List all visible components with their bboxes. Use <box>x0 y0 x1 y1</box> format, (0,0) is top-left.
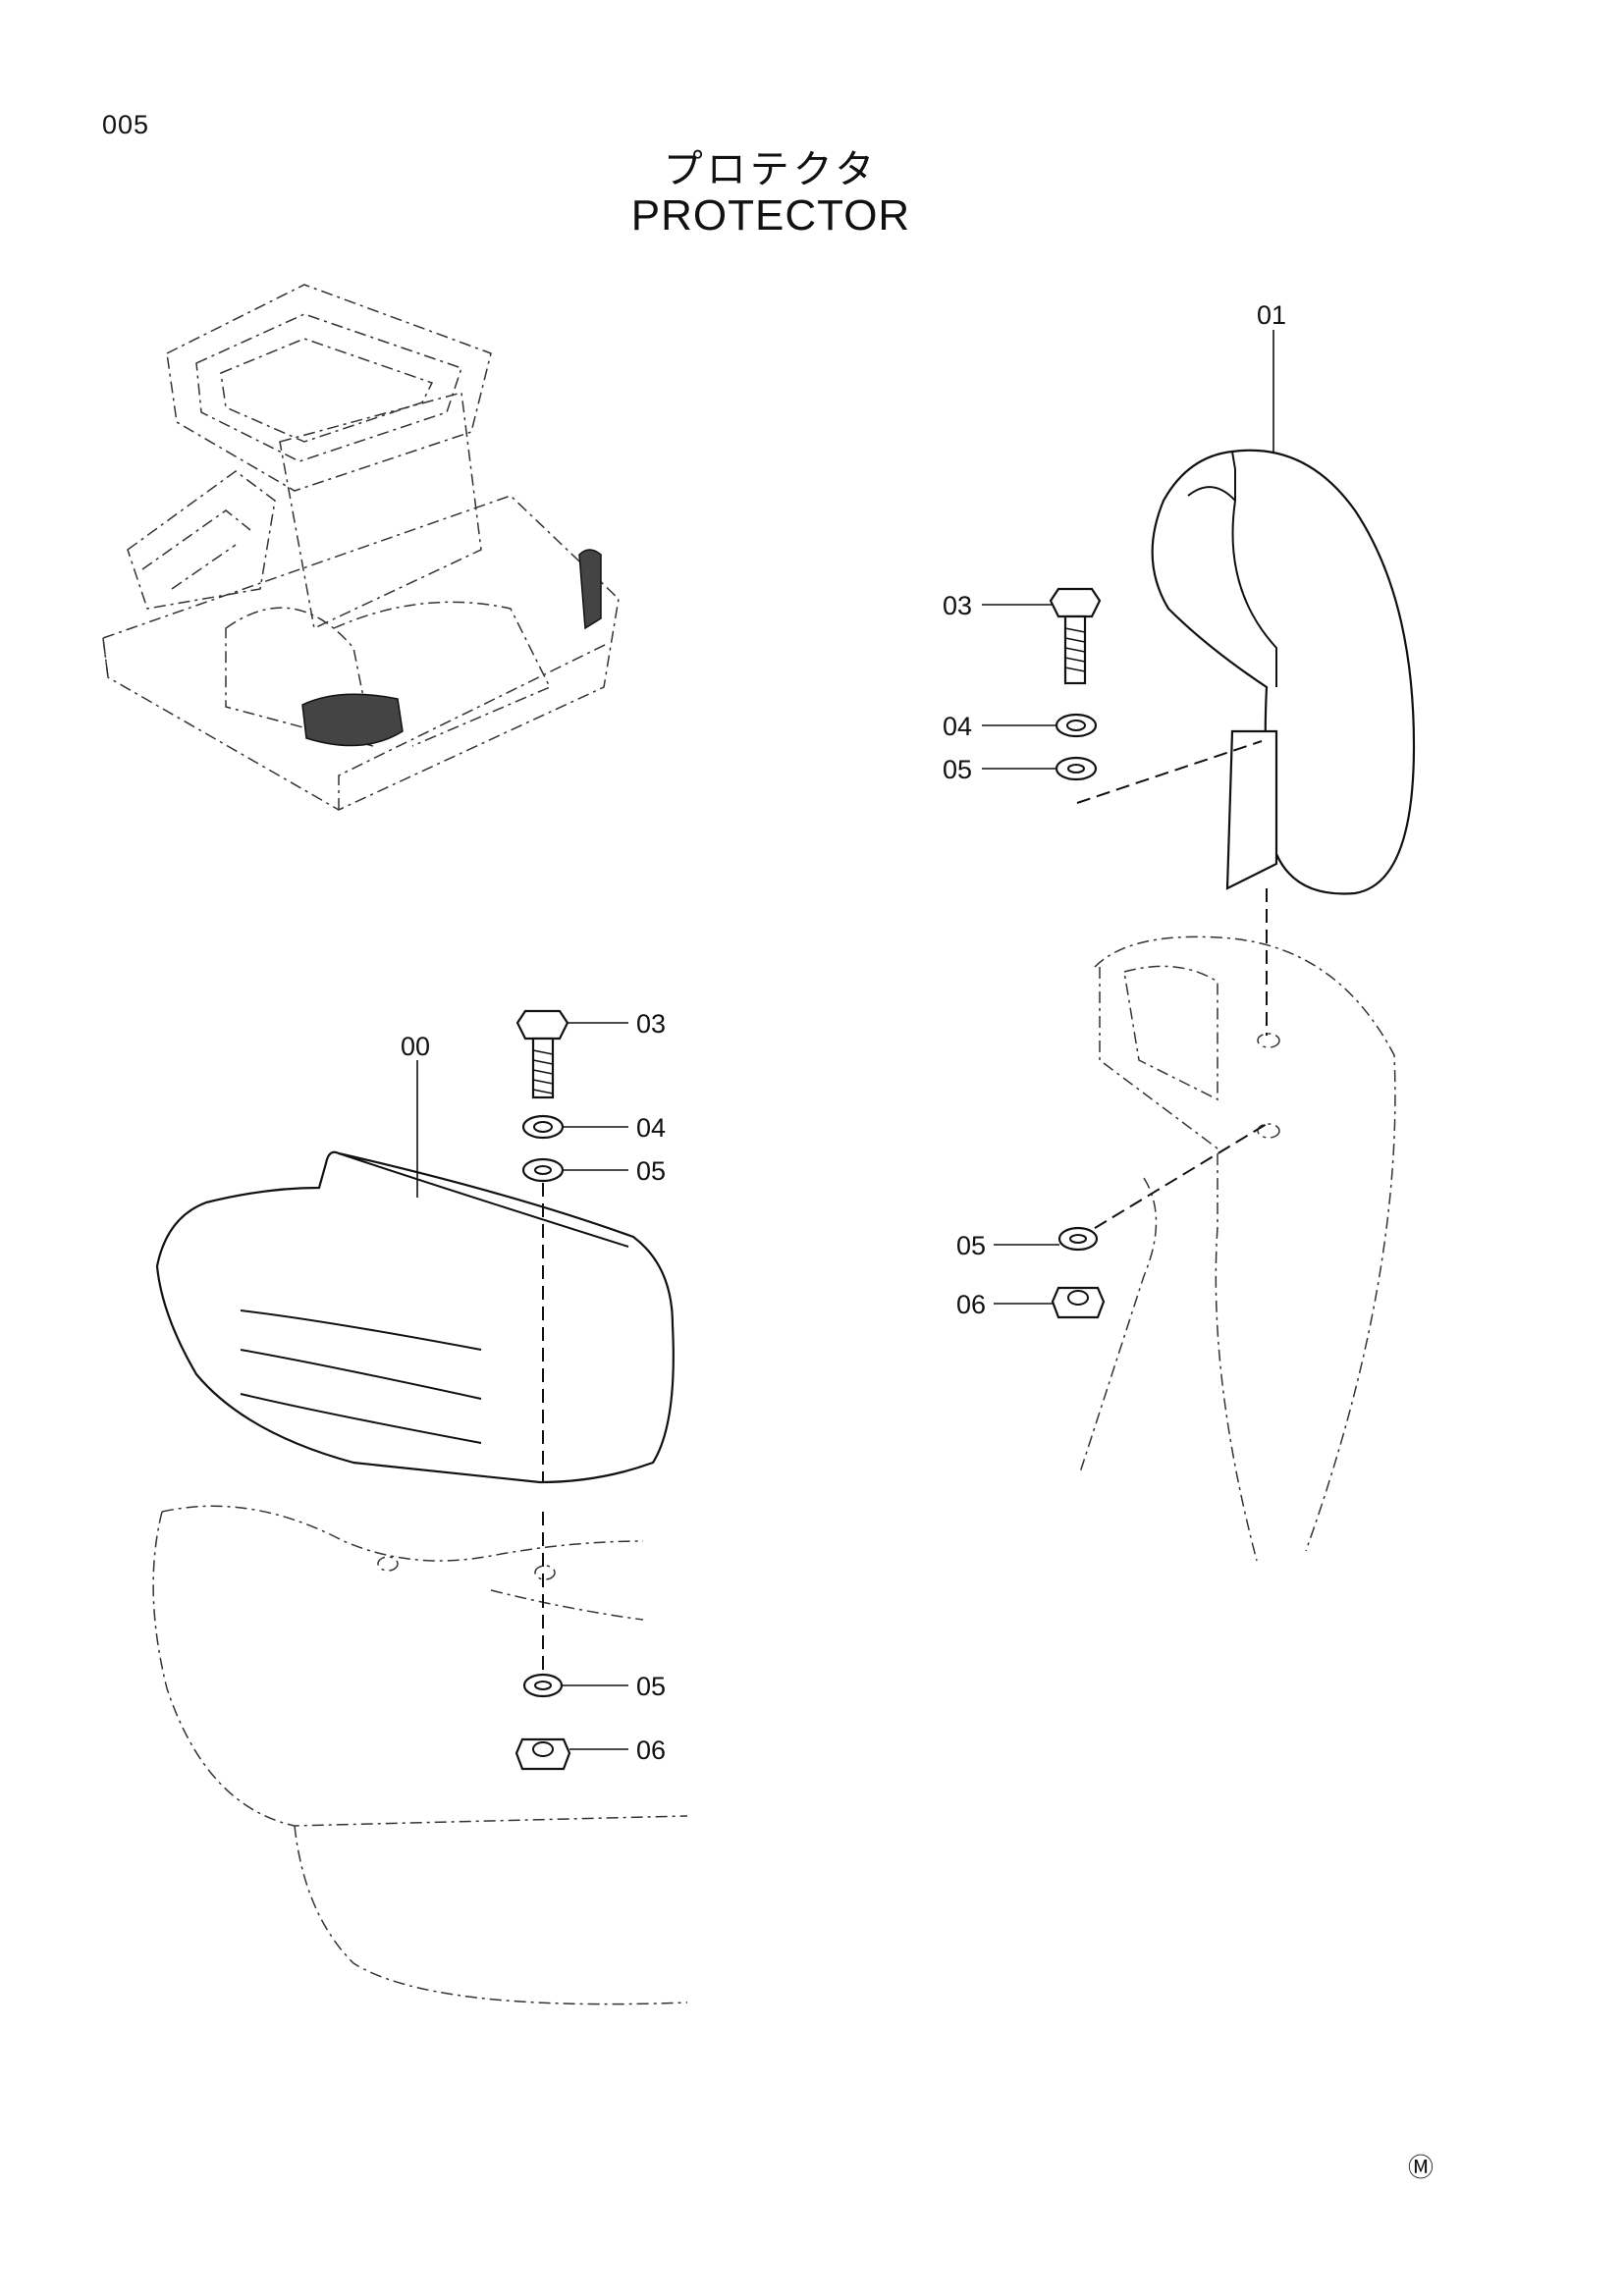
right-exploded-view <box>982 330 1416 1562</box>
callout-right-nut: 06 <box>956 1290 986 1319</box>
callout-left-washer-bottom: 05 <box>636 1672 666 1701</box>
page-title-japanese: プロテクタ <box>663 147 879 192</box>
flat-washer-icon <box>522 1673 564 1698</box>
callout-left-assembly: 00 <box>401 1032 430 1061</box>
lock-washer-icon <box>521 1114 565 1140</box>
hex-bolt-icon <box>1049 587 1102 685</box>
callout-left-lock-washer: 04 <box>636 1113 666 1143</box>
hex-nut-icon <box>1051 1286 1106 1319</box>
callout-left-washer-top: 05 <box>636 1156 666 1186</box>
flat-washer-icon <box>521 1157 565 1183</box>
callout-right-washer-bottom: 05 <box>956 1231 986 1260</box>
page-number: 005 <box>102 110 150 139</box>
callout-left-bolt: 03 <box>636 1009 666 1039</box>
flat-washer-icon <box>1057 1226 1099 1252</box>
overview-console-illustration <box>102 284 620 811</box>
left-exploded-view <box>152 1009 688 2005</box>
page-title-english: PROTECTOR <box>630 191 911 240</box>
callout-right-washer-top: 05 <box>943 755 972 784</box>
protector-left-part <box>155 1150 675 1484</box>
manufacturer-mark: Ⓜ <box>1408 2153 1435 2182</box>
hex-bolt-icon <box>515 1009 569 1099</box>
callout-right-bolt: 03 <box>943 591 972 620</box>
callout-left-nut: 06 <box>636 1735 666 1765</box>
callout-right-lock-washer: 04 <box>943 712 972 741</box>
hex-nut-icon <box>514 1737 571 1771</box>
callout-right-protector: 01 <box>1257 300 1286 330</box>
protector-right-part <box>1151 449 1416 895</box>
flat-washer-icon <box>1055 756 1098 781</box>
lock-washer-icon <box>1055 713 1098 738</box>
